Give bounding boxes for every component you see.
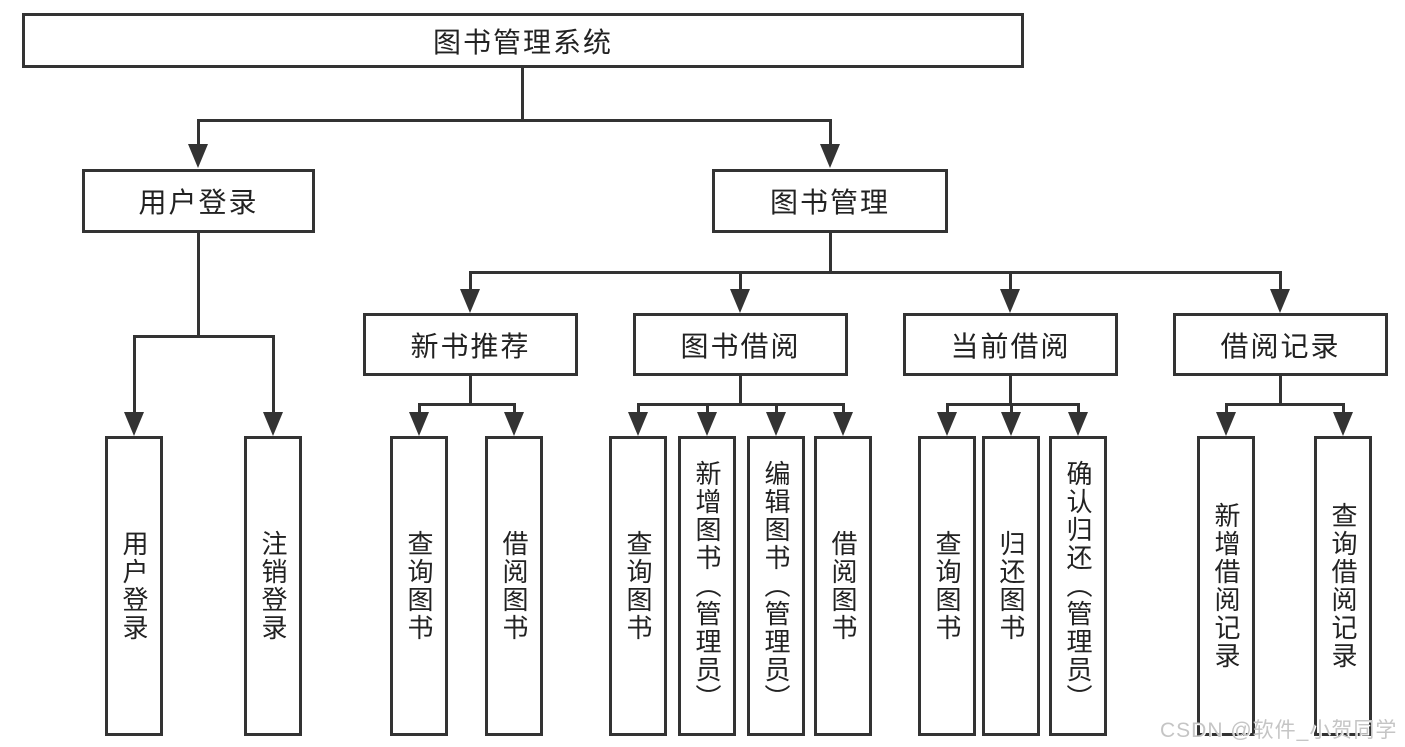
node-br-query-borrow-record: 查询借阅记录	[1314, 436, 1372, 736]
node-label: 图书管理系统	[432, 26, 613, 58]
connector-line	[739, 376, 742, 405]
node-bb-edit-books-admin: 编辑图书（管理员）	[747, 436, 805, 736]
connector-line	[418, 403, 516, 406]
node-label: 查询图书	[932, 530, 962, 642]
connector-line	[829, 119, 832, 147]
arrow-down-icon	[1000, 289, 1020, 313]
node-bb-borrow-books: 借阅图书	[814, 436, 872, 736]
connector-line	[706, 403, 709, 414]
connector-line	[469, 271, 472, 291]
arrow-down-icon	[937, 412, 957, 436]
node-nbr-query-books: 查询图书	[390, 436, 448, 736]
connector-line	[197, 119, 200, 147]
connector-line	[637, 403, 640, 414]
connector-line	[133, 335, 275, 338]
connector-line	[842, 403, 845, 414]
node-label: 借阅图书	[499, 530, 529, 642]
node-label: 新增借阅记录	[1211, 502, 1241, 670]
node-bb-add-books-admin: 新增图书（管理员）	[678, 436, 736, 736]
arrow-down-icon	[766, 412, 786, 436]
watermark: CSDN @软件_小贺同学	[1160, 719, 1398, 742]
node-label: 编辑图书（管理员）	[761, 460, 791, 712]
node-label: 借阅记录	[1220, 330, 1341, 362]
node-label: 图书管理	[769, 187, 890, 218]
arrow-down-icon	[697, 412, 717, 436]
connector-line	[946, 403, 1080, 406]
arrow-down-icon	[730, 289, 750, 313]
node-label: 图书借阅	[680, 330, 801, 362]
node-label: 新增图书（管理员）	[692, 460, 722, 712]
connector-line	[513, 403, 516, 414]
arrow-down-icon	[1068, 412, 1088, 436]
node-cb-query-books: 查询图书	[918, 436, 976, 736]
connector-line	[469, 376, 472, 405]
node-label: 用户登录	[138, 187, 259, 218]
connector-line	[133, 335, 136, 413]
connector-line	[1077, 403, 1080, 414]
connector-line	[1225, 403, 1228, 414]
connector-line	[197, 233, 200, 338]
arrow-down-icon	[263, 412, 283, 436]
connector-line	[197, 119, 832, 122]
connector-line	[1342, 403, 1345, 414]
node-user-login: 用户登录	[82, 169, 315, 233]
connector-line	[829, 233, 832, 274]
node-nbr-borrow-books: 借阅图书	[485, 436, 543, 736]
connector-line	[521, 68, 524, 119]
node-label: 借阅图书	[828, 530, 858, 642]
node-bb-query-books: 查询图书	[609, 436, 667, 736]
connector-line	[1009, 271, 1012, 291]
node-book-borrowing: 图书借阅	[633, 313, 848, 376]
arrow-down-icon	[1333, 412, 1353, 436]
node-label: 归还图书	[996, 530, 1026, 642]
node-label: 注销登录	[258, 530, 288, 642]
node-user-login-leaf: 用户登录	[105, 436, 163, 736]
node-label: 查询图书	[623, 530, 653, 642]
node-label: 新书推荐	[410, 330, 531, 362]
node-br-add-borrow-record: 新增借阅记录	[1197, 436, 1255, 736]
arrow-down-icon	[504, 412, 524, 436]
node-label: 用户登录	[119, 530, 149, 642]
node-label: 查询图书	[404, 530, 434, 642]
node-logout: 注销登录	[244, 436, 302, 736]
connector-line	[637, 403, 845, 406]
connector-line	[272, 335, 275, 413]
arrow-down-icon	[833, 412, 853, 436]
connector-line	[946, 403, 949, 414]
arrow-down-icon	[820, 144, 840, 168]
node-book-management: 图书管理	[712, 169, 948, 233]
node-label: 确认归还（管理员）	[1063, 460, 1093, 712]
connector-line	[1279, 271, 1282, 291]
arrow-down-icon	[188, 144, 208, 168]
connector-line	[1279, 376, 1282, 405]
connector-line	[1009, 376, 1012, 405]
node-label: 查询借阅记录	[1328, 502, 1358, 670]
connector-line	[418, 403, 421, 414]
connector-line	[1225, 403, 1345, 406]
arrow-down-icon	[628, 412, 648, 436]
node-new-book-recommendation: 新书推荐	[363, 313, 578, 376]
connector-line	[739, 271, 742, 291]
connector-line	[775, 403, 778, 414]
arrow-down-icon	[409, 412, 429, 436]
arrow-down-icon	[460, 289, 480, 313]
node-borrowing-records: 借阅记录	[1173, 313, 1388, 376]
connector-line	[1010, 403, 1013, 414]
arrow-down-icon	[1270, 289, 1290, 313]
arrow-down-icon	[1001, 412, 1021, 436]
node-current-borrowing: 当前借阅	[903, 313, 1118, 376]
node-cb-confirm-return-admin: 确认归还（管理员）	[1049, 436, 1107, 736]
arrow-down-icon	[1216, 412, 1236, 436]
node-label: 当前借阅	[950, 330, 1071, 362]
connector-line	[469, 271, 1282, 274]
node-cb-return-books: 归还图书	[982, 436, 1040, 736]
arrow-down-icon	[124, 412, 144, 436]
node-library-management-system: 图书管理系统	[22, 13, 1024, 68]
